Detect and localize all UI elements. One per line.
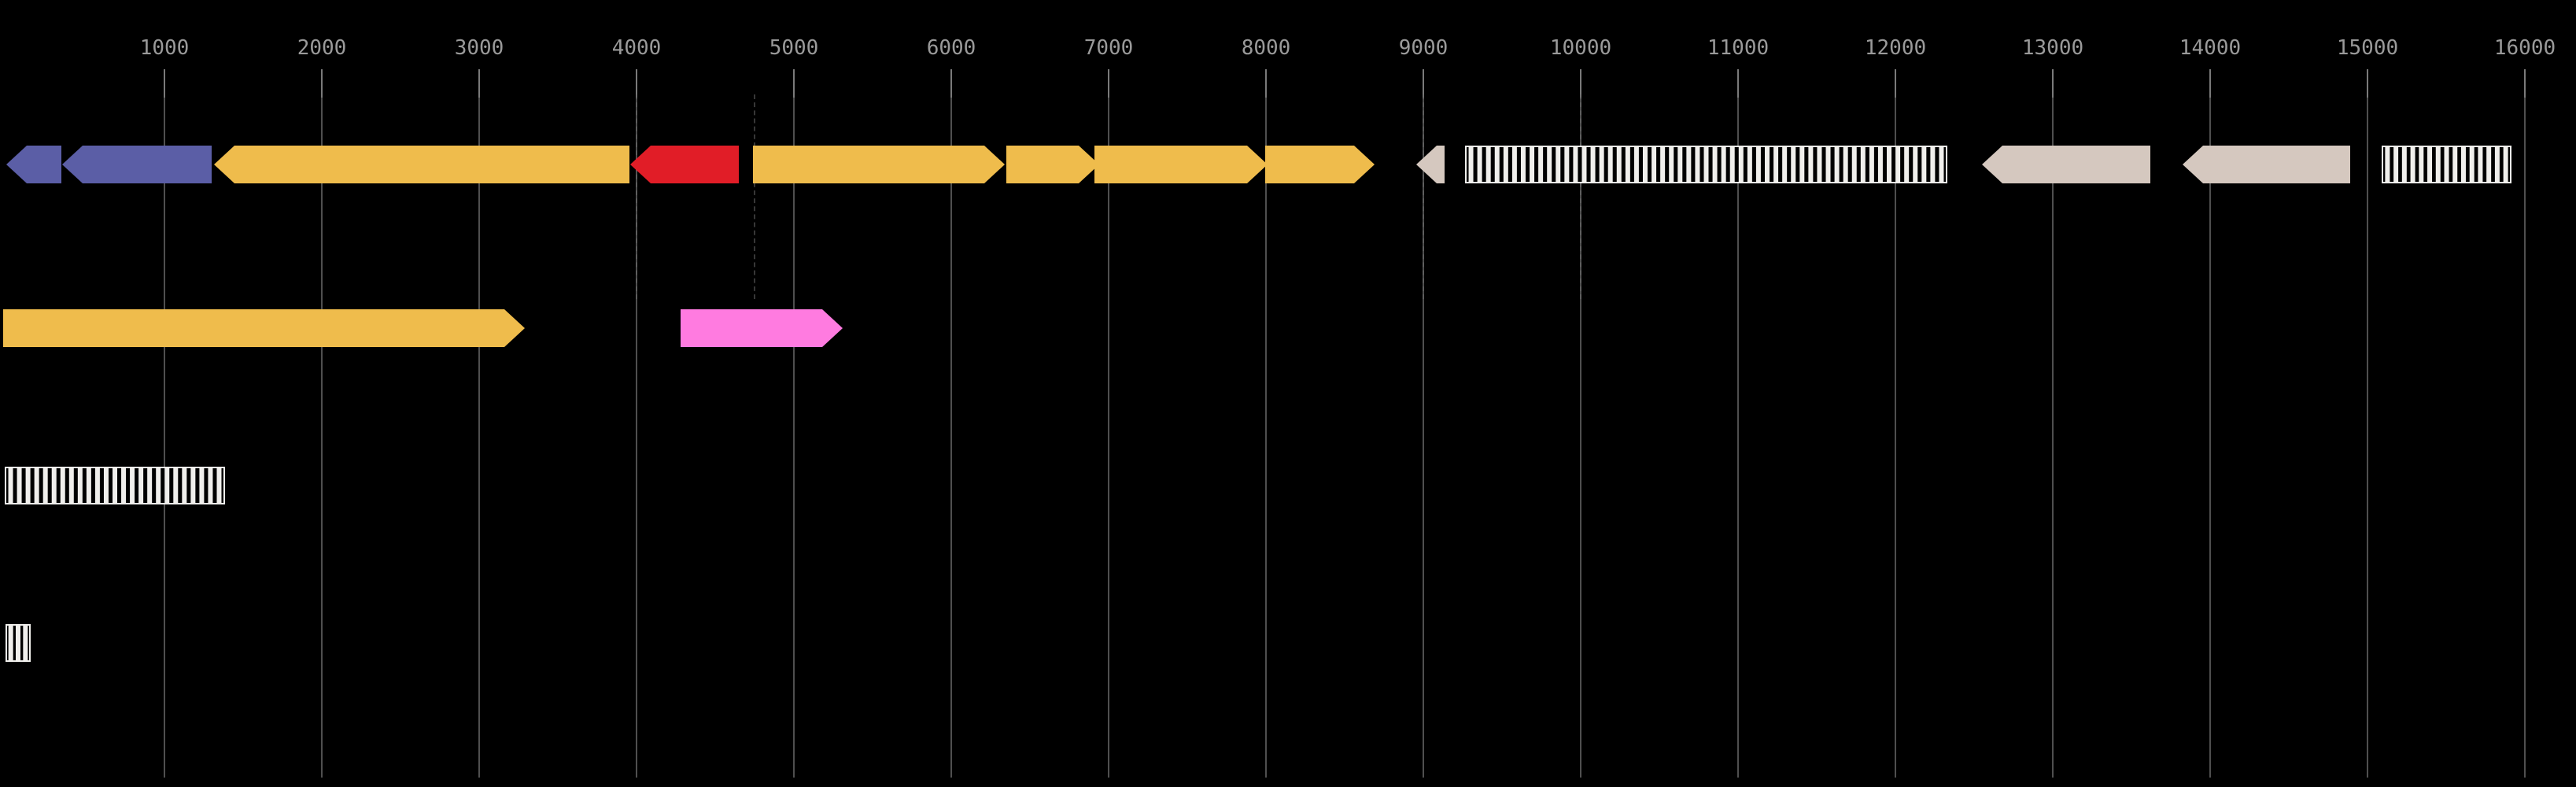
genome-feature[interactable] <box>1465 146 1947 183</box>
feature-shape-arrow-reverse <box>1982 146 2150 183</box>
axis-gridline <box>950 69 952 778</box>
feature-shape-arrow-forward <box>1006 146 1099 183</box>
axis-gridline <box>1265 69 1267 778</box>
axis-gridline <box>164 69 165 778</box>
axis-gridline <box>1108 69 1109 778</box>
genome-feature[interactable] <box>630 146 739 183</box>
axis-dashed-guide <box>1580 94 1581 299</box>
axis-tick-label: 14000 <box>2179 36 2242 60</box>
track-3 <box>0 467 2576 504</box>
feature-shape-arrow-reverse <box>2183 146 2350 183</box>
feature-shape-arrow-forward <box>1265 146 1375 183</box>
genome-feature[interactable] <box>1006 146 1099 183</box>
axis-gridline <box>636 69 637 778</box>
axis-gridline <box>1737 69 1739 778</box>
axis-gridline <box>793 69 795 778</box>
axis-gridline <box>1895 69 1896 778</box>
feature-shape-arrow-reverse <box>6 146 61 183</box>
genome-feature[interactable] <box>681 309 843 347</box>
genome-feature[interactable] <box>62 146 212 183</box>
feature-shape-arrow-reverse <box>1416 146 1445 183</box>
axis-tick-label: 9000 <box>1398 36 1449 60</box>
axis-tick-label: 5000 <box>769 36 819 60</box>
axis-dashed-guide <box>636 94 637 299</box>
axis-gridline <box>2367 69 2368 778</box>
axis-dashed-guide <box>1423 94 1424 299</box>
axis-dashed-guide <box>754 94 755 299</box>
feature-shape-arrow-forward <box>753 146 1005 183</box>
genome-feature[interactable] <box>3 309 525 347</box>
feature-shape-arrow-forward <box>1094 146 1268 183</box>
track-2 <box>0 309 2576 347</box>
genome-feature[interactable] <box>214 146 629 183</box>
feature-shape-arrow-forward <box>3 309 525 347</box>
axis-tick-label: 2000 <box>297 36 347 60</box>
axis-tick-label: 4000 <box>611 36 662 60</box>
axis-tick-label: 16000 <box>2493 36 2556 60</box>
axis-gridline <box>1423 69 1424 778</box>
track-1 <box>0 146 2576 183</box>
feature-shape-arrow-reverse <box>630 146 739 183</box>
feature-shape-hatch-none <box>1465 146 1947 183</box>
axis-tick-label: 12000 <box>1864 36 1927 60</box>
genome-feature[interactable] <box>5 467 225 504</box>
feature-shape-arrow-forward <box>681 309 843 347</box>
axis-tick-label: 8000 <box>1241 36 1291 60</box>
axis-gridline <box>478 69 480 778</box>
genome-feature[interactable] <box>1982 146 2150 183</box>
feature-shape-hatch-none <box>2382 146 2511 183</box>
axis-gridline <box>2524 69 2526 778</box>
axis-tick-label: 6000 <box>926 36 976 60</box>
axis-tick-label: 1000 <box>139 36 190 60</box>
axis-gridline <box>2052 69 2054 778</box>
axis-tick-label: 10000 <box>1549 36 1612 60</box>
genome-feature[interactable] <box>1416 146 1445 183</box>
genome-feature[interactable] <box>753 146 1005 183</box>
axis-gridline <box>321 69 323 778</box>
track-4 <box>0 624 2576 662</box>
axis-tick-label: 13000 <box>2021 36 2084 60</box>
axis-tick-label: 11000 <box>1707 36 1770 60</box>
genome-feature[interactable] <box>2183 146 2350 183</box>
axis-gridline <box>1580 69 1581 778</box>
genome-feature[interactable] <box>6 624 31 662</box>
feature-shape-hatch-none <box>5 467 225 504</box>
axis-tick-label: 7000 <box>1083 36 1134 60</box>
axis-tick-label: 15000 <box>2336 36 2399 60</box>
feature-shape-arrow-reverse <box>62 146 212 183</box>
axis-gridline <box>2209 69 2211 778</box>
feature-shape-arrow-reverse <box>214 146 629 183</box>
axis-tick-label: 3000 <box>454 36 504 60</box>
genome-feature[interactable] <box>6 146 61 183</box>
feature-shape-hatch-none <box>6 624 31 662</box>
genome-feature[interactable] <box>1094 146 1268 183</box>
genome-feature[interactable] <box>1265 146 1375 183</box>
genome-feature[interactable] <box>2382 146 2511 183</box>
